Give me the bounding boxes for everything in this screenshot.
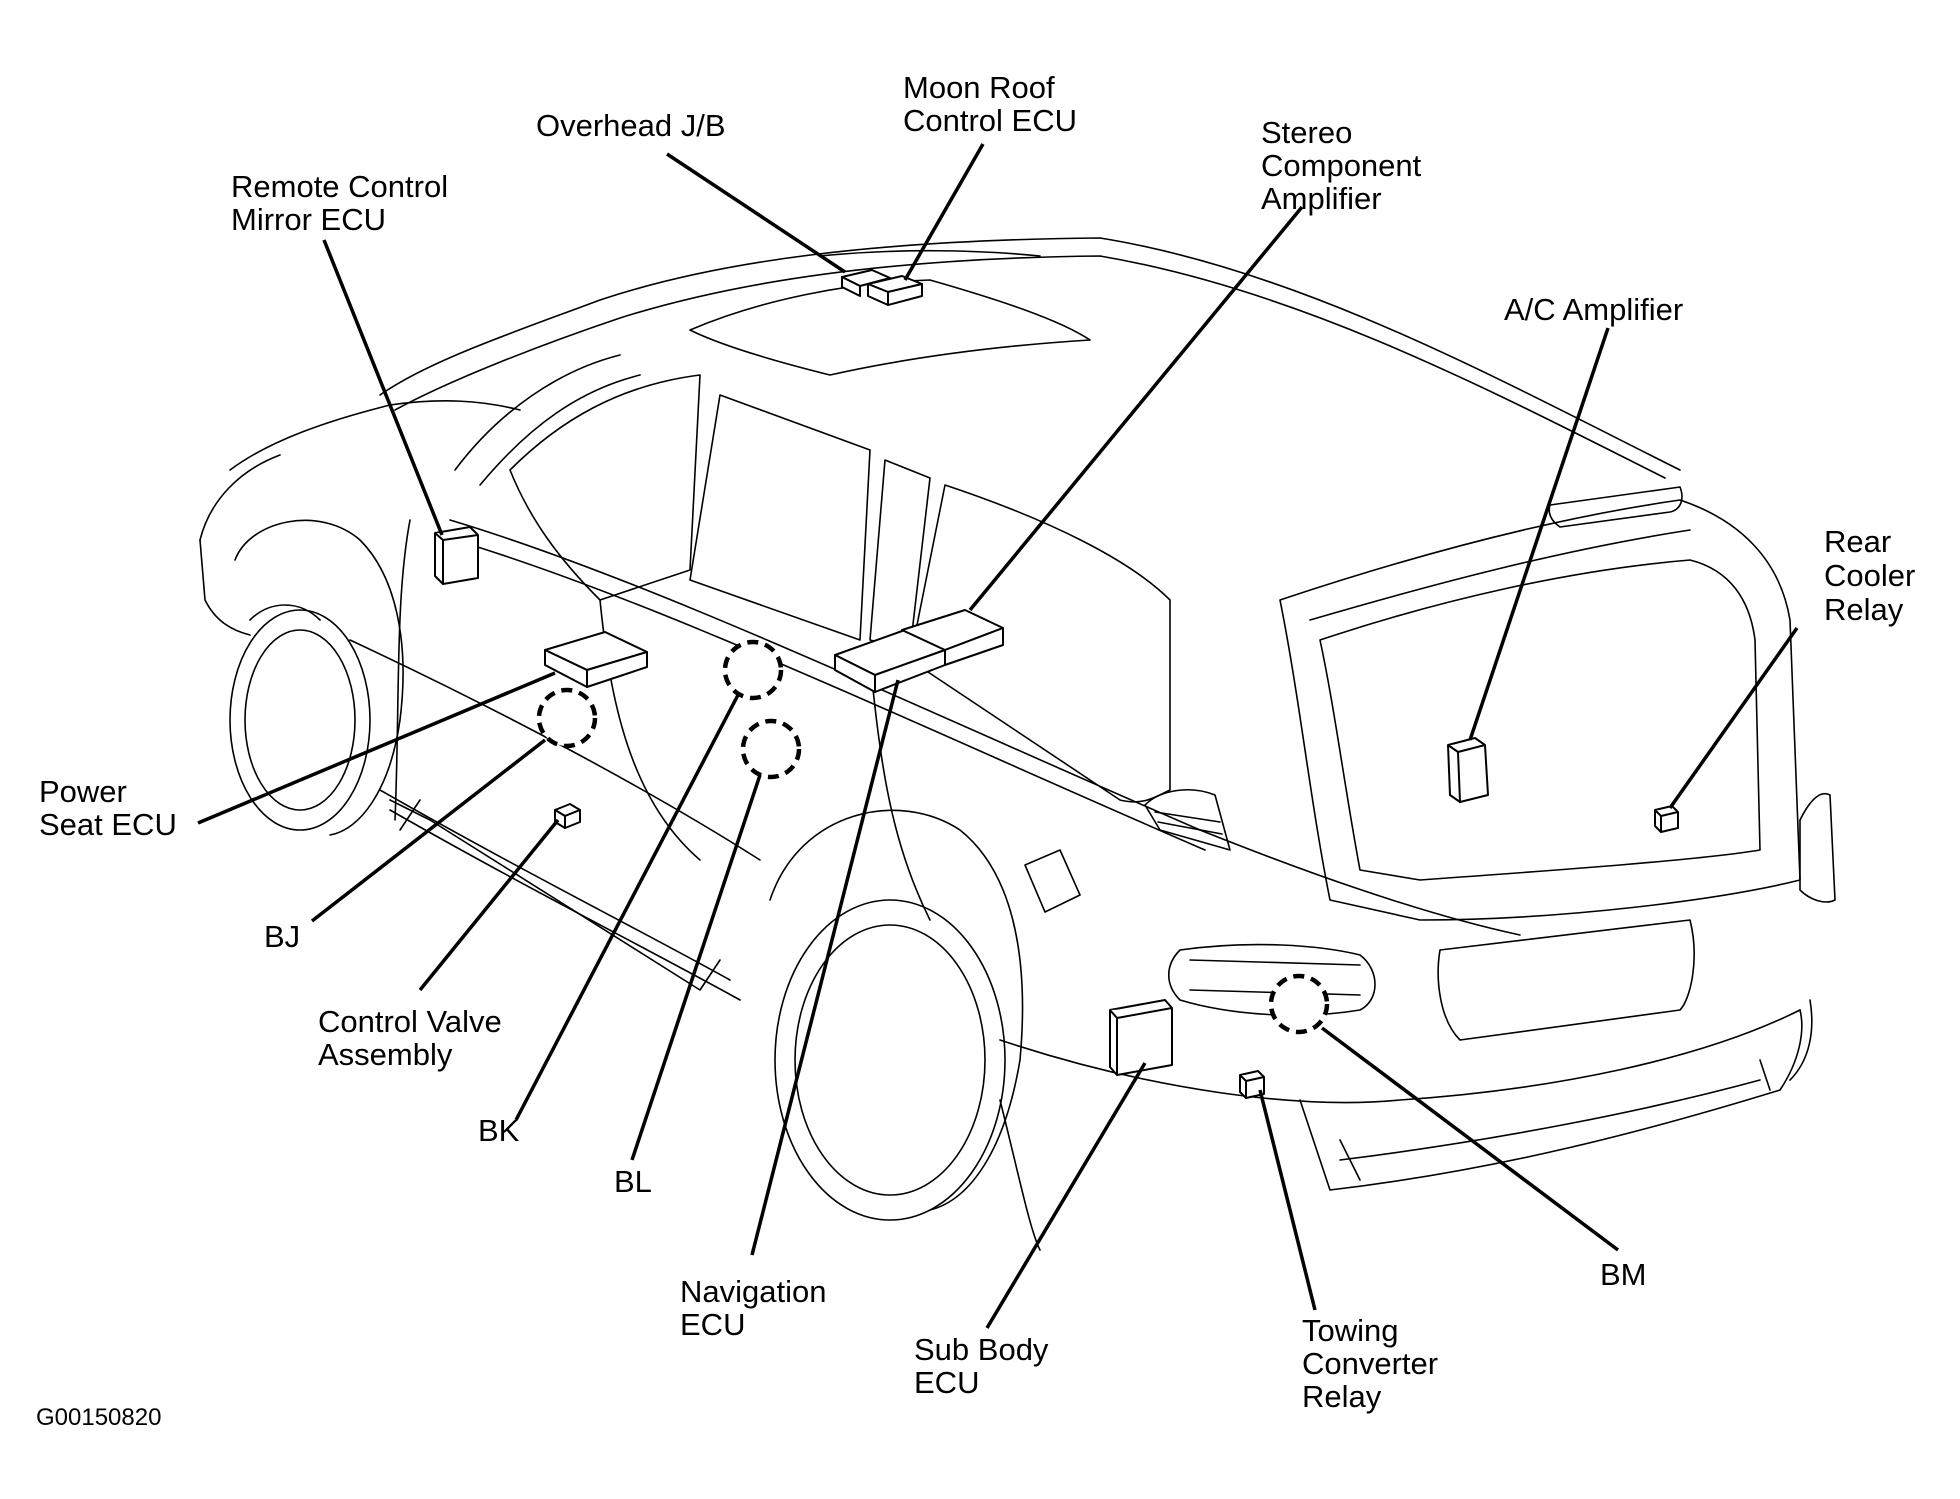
ac-amplifier-box	[1447, 737, 1489, 803]
power-seat-ecu-box	[544, 631, 648, 688]
label-bl: BL	[614, 1164, 652, 1199]
label-sub-body-ecu: Sub Body ECU	[914, 1332, 1057, 1400]
overhead-jb-box	[841, 269, 891, 297]
leader-bl	[630, 774, 762, 1161]
connector-bm	[1268, 973, 1330, 1035]
connector-bl	[740, 718, 802, 780]
leader-navigation-ecu	[750, 679, 900, 1256]
label-rear-cooler-relay: Rear Cooler Relay	[1824, 524, 1924, 627]
label-stereo-amp: Stereo Component Amplifier	[1261, 115, 1430, 216]
label-bm: BM	[1600, 1257, 1647, 1292]
leader-remote-mirror-ecu	[322, 239, 444, 536]
sub-body-ecu-box	[1109, 999, 1173, 1076]
remote-mirror-ecu-box	[434, 526, 479, 585]
label-bj: BJ	[264, 919, 300, 954]
label-moon-roof-ecu: Moon Roof Control ECU	[903, 70, 1077, 138]
leader-power-seat-ecu	[197, 671, 556, 825]
leader-rear-cooler-relay	[1668, 626, 1799, 810]
leader-moon-roof-ecu	[903, 143, 985, 281]
leader-lines	[197, 143, 1799, 1329]
figure-id: G00150820	[36, 1404, 161, 1431]
vehicle-body-outline	[199, 237, 1836, 1251]
connector-bk	[722, 639, 784, 701]
moon-roof-ecu-box	[867, 275, 923, 306]
towing-converter-relay-box	[1239, 1070, 1265, 1099]
leader-bj	[310, 738, 547, 923]
rear-cooler-relay-box	[1654, 805, 1679, 833]
label-ac-amp: A/C Amplifier	[1504, 292, 1683, 327]
label-navigation-ecu: Navigation ECU	[680, 1274, 835, 1342]
leader-bm	[1320, 1026, 1620, 1252]
leader-overhead-jb	[666, 152, 846, 274]
connector-bj	[536, 687, 598, 749]
leader-sub-body-ecu	[985, 1062, 1147, 1329]
label-bk: BK	[478, 1113, 520, 1148]
leader-towing-relay	[1258, 1089, 1317, 1311]
label-control-valve: Control Valve Assembly	[318, 1004, 510, 1072]
leader-control-valve	[418, 818, 560, 992]
leader-bk	[514, 694, 740, 1121]
label-towing-relay: Towing Converter Relay	[1302, 1313, 1447, 1414]
label-remote-mirror-ecu: Remote Control Mirror ECU	[231, 169, 457, 237]
leader-stereo-amp	[968, 205, 1304, 612]
leader-ac-amp	[1468, 327, 1610, 741]
label-overhead-jb: Overhead J/B	[536, 108, 726, 143]
control-valve-box	[554, 803, 581, 829]
label-power-seat-ecu: Power Seat ECU	[39, 774, 177, 842]
stereo-amplifier-box	[834, 609, 1004, 693]
